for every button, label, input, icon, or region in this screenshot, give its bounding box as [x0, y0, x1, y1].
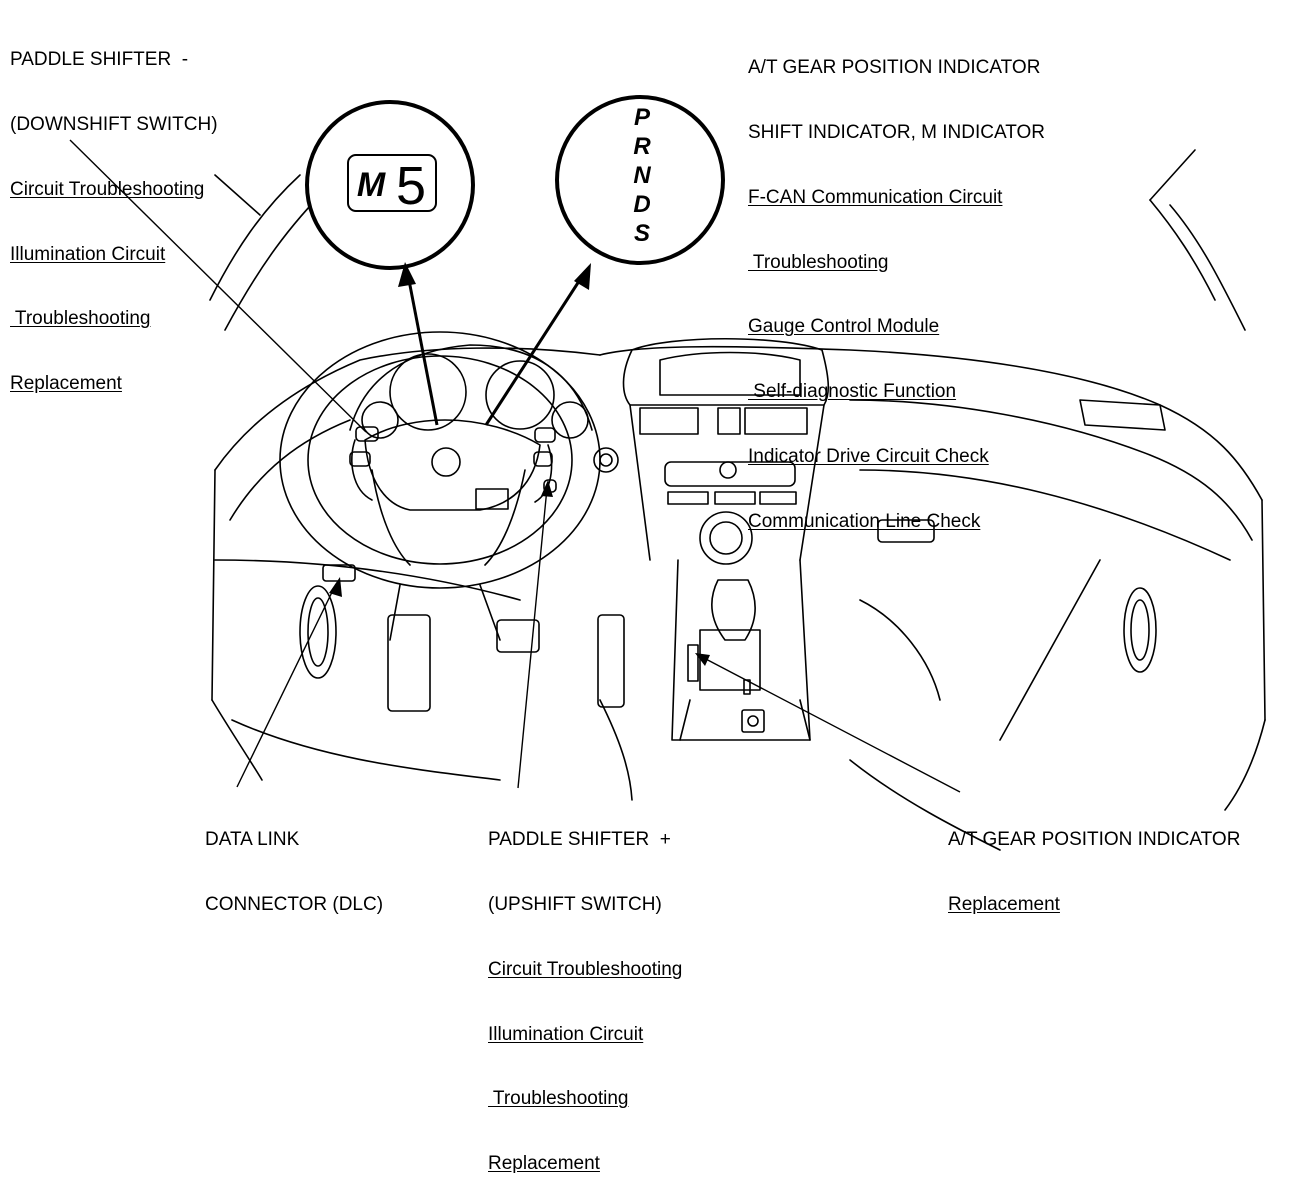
- link-illumination-circuit[interactable]: Illumination Circuit: [488, 1023, 644, 1045]
- callout-gear-indicator: A/T GEAR POSITION INDICATOR SHIFT INDICA…: [748, 14, 1045, 554]
- steering-wheel: [279, 331, 601, 641]
- link-replacement[interactable]: Replacement: [488, 1153, 600, 1175]
- link-illumination-troubleshooting[interactable]: Troubleshooting: [10, 308, 151, 330]
- gear-letter-s: S: [634, 220, 650, 247]
- callout-at-gear-position-indicator: A/T GEAR POSITION INDICATOR Replacement: [948, 786, 1240, 937]
- link-replacement[interactable]: Replacement: [948, 893, 1060, 915]
- callout-heading: PADDLE SHIFTER -: [10, 49, 189, 71]
- glove-box: [859, 519, 1101, 741]
- m-indicator-letter: M: [357, 166, 386, 204]
- link-replacement[interactable]: Replacement: [10, 373, 122, 395]
- arrowhead-at-indicator: [695, 653, 710, 666]
- arrowhead-upshift: [541, 480, 553, 497]
- m-indicator-magnifier: M 5: [305, 100, 475, 270]
- dashboard-outline: [211, 345, 1266, 721]
- link-self-diagnostic-function[interactable]: Self-diagnostic Function: [748, 381, 957, 403]
- callout-heading: (DOWNSHIFT SWITCH): [10, 113, 218, 135]
- callout-dlc: DATA LINK CONNECTOR (DLC): [205, 786, 383, 937]
- arrowhead-gear-indicator: [574, 263, 591, 290]
- link-illumination-circuit[interactable]: Illumination Circuit: [10, 243, 166, 265]
- link-fcan-communication-circuit[interactable]: F-CAN Communication Circuit: [748, 186, 1003, 208]
- leader-downshift: [69, 139, 367, 433]
- gear-letter-d: D: [633, 191, 650, 218]
- center-stack: [622, 337, 830, 565]
- gear-letter-r: R: [633, 133, 651, 160]
- arrowhead-m-indicator: [398, 262, 416, 287]
- callout-heading: SHIFT INDICATOR, M INDICATOR: [748, 121, 1045, 143]
- side-vents: [299, 585, 1157, 679]
- link-circuit-troubleshooting[interactable]: Circuit Troubleshooting: [10, 178, 205, 200]
- callout-downshift-switch: PADDLE SHIFTER - (DOWNSHIFT SWITCH) Circ…: [10, 6, 218, 416]
- gear-letter-n: N: [633, 162, 651, 189]
- callout-heading: DATA LINK: [205, 829, 300, 851]
- callout-heading: A/T GEAR POSITION INDICATOR: [948, 829, 1241, 851]
- m-indicator-digit: 5: [396, 156, 426, 216]
- callout-heading: PADDLE SHIFTER +: [488, 829, 671, 851]
- arrow-gear-indicator: [484, 274, 585, 426]
- leader-dlc: [236, 583, 337, 788]
- link-fcan-troubleshooting[interactable]: Troubleshooting: [748, 251, 889, 273]
- link-illumination-troubleshooting[interactable]: Troubleshooting: [488, 1088, 629, 1110]
- floor-pedals: [211, 614, 1266, 851]
- link-circuit-troubleshooting[interactable]: Circuit Troubleshooting: [488, 958, 683, 980]
- leader-upshift: [517, 487, 548, 789]
- callout-heading: (UPSHIFT SWITCH): [488, 893, 662, 915]
- arrow-m-indicator: [406, 274, 439, 426]
- gear-letter-p: P: [634, 104, 651, 131]
- link-indicator-drive-circuit-check[interactable]: Indicator Drive Circuit Check: [748, 445, 989, 467]
- callout-upshift-switch: PADDLE SHIFTER + (UPSHIFT SWITCH) Circui…: [488, 786, 682, 1196]
- arrowhead-dlc: [329, 577, 342, 597]
- leader-at-indicator: [701, 656, 961, 793]
- callout-heading: A/T GEAR POSITION INDICATOR: [748, 57, 1041, 79]
- link-gauge-control-module[interactable]: Gauge Control Module: [748, 316, 940, 338]
- callout-heading: CONNECTOR (DLC): [205, 893, 384, 915]
- link-communication-line-check[interactable]: Communication Line Check: [748, 510, 981, 532]
- console-shifter: [671, 559, 811, 741]
